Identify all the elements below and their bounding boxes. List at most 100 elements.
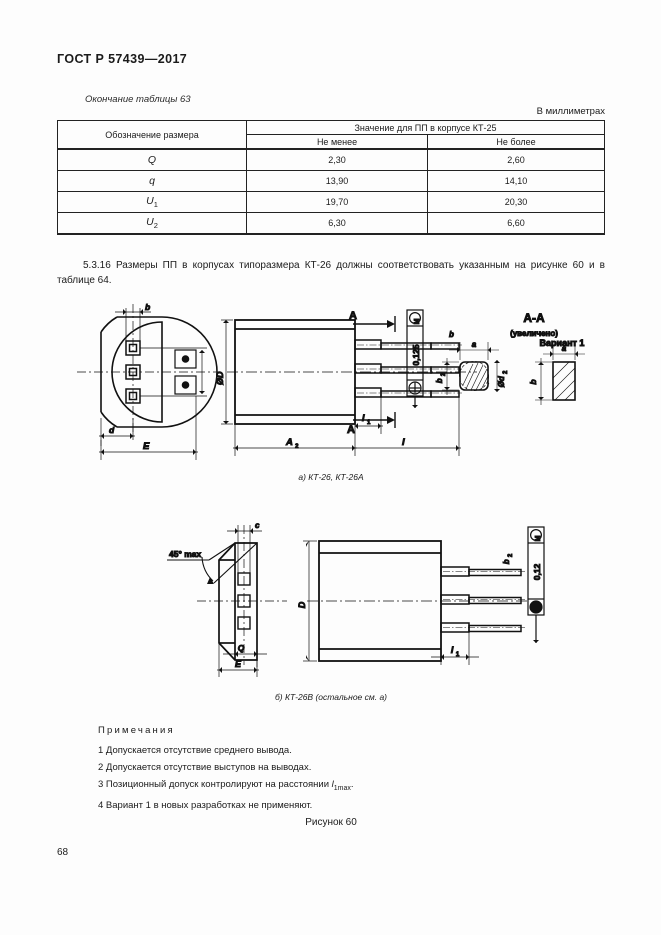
dimension-E-b [217,643,259,677]
dimension-l [353,397,461,456]
column-header-designation: Обозначение размера [57,120,247,150]
dimension-diameter-D [221,319,233,425]
variant-dimensions [535,346,585,405]
dimension-E [99,396,198,460]
table-header-row-1: Обозначение размера Значение для ПП в ко… [57,120,605,150]
pad-detail-dimension [199,350,205,394]
dimension-b-top [115,308,151,342]
label-d: d [109,425,115,435]
label-diameter-D: ØD [215,371,225,385]
cell-min: 2,30 [245,148,429,171]
table-continuation-label: Окончание таблицы 63 [85,94,191,105]
tolerance-value-a: 0,125 [411,344,421,366]
figure-caption-a-text: а) КТ-26, КТ-26А [298,472,364,482]
column-header-max: Не более [427,134,605,150]
label-b2-b: b 2 [502,553,514,564]
section-aa-dimensions [442,342,500,395]
standard-number: ГОСТ Р 57439—2017 [57,52,188,66]
label-b-variant: b [528,379,538,384]
lead-centerlines [357,344,462,394]
label-E: E [143,441,150,452]
dimension-l1 [355,397,383,434]
label-A2: A 2 [285,437,299,450]
dimension-c [227,525,262,573]
note-item-3-suffix: . [350,779,354,790]
leads-group [354,339,460,398]
notes-title: Примечания [98,725,175,736]
dimension-table: Обозначение размера Значение для ПП в ко… [57,120,605,235]
figure-caption-b-text: б) КТ-26В (остальное см. а) [274,692,388,702]
cell-max: 2,60 [427,148,605,171]
chamfer-centerline [197,525,287,665]
label-angle-45max: 45° max [169,549,202,559]
label-E-b: E [235,659,242,669]
section-arrow-top [353,316,396,332]
label-l1: l 1 [362,413,371,426]
variant-title: Вариант 1 [540,338,585,348]
cell-min: 19,70 [245,191,429,213]
table-head: Обозначение размера Значение для ПП в ко… [57,120,605,150]
column-header-min: Не менее [245,134,429,150]
figure-a-svg: b d E [77,302,585,460]
label-l: l [402,437,405,448]
section-subtitle-aa: (увеличено) [510,329,558,338]
cell-designation: U1 [57,191,247,213]
label-b2-section: b 2 [435,372,447,383]
clause-paragraph: 5.3.16 Размеры ПП в корпусах типоразмера… [57,260,605,286]
label-a-section: a [472,340,477,349]
section-arrow-bottom [353,412,396,428]
figure-caption-b: б) КТ-26В (остальное см. а) [57,692,605,702]
tolerance-modifier-b: M [535,535,542,541]
units-note: В миллиметрах [536,106,605,117]
section-title-aa: А-А [523,311,545,325]
cell-designation: q [57,170,247,192]
dimension-d [99,418,135,446]
cell-max: 20,30 [427,191,605,213]
figure-b-drawing: 45° max c Q [57,515,605,680]
pad-detail-boxes [174,349,197,395]
label-D-b: D [297,601,307,608]
cell-max: 6,60 [427,212,605,235]
dimension-l1-b [431,632,479,665]
label-section-A-top: A [349,310,357,322]
tolerance-value-b: 0,12 [532,563,542,580]
note-item-3-symbol: l [331,779,334,790]
label-l1-b: l 1 [451,645,460,658]
variant-hatch [552,361,576,401]
note-item-1: 1 Допускается отсутствие среднего вывода… [98,745,292,756]
angle-leader [167,542,258,584]
cell-designation: U2 [57,212,247,235]
figure-number-caption: Рисунок 60 [305,817,357,828]
label-section-A-bottom: A [347,424,355,436]
figure-a-drawing: b d E [57,300,605,470]
table-header-row-2: Не менее Не более [58,134,605,150]
tolerance-modifier-a: M [414,318,421,324]
label-c: c [255,521,260,530]
page-number: 68 [57,847,69,858]
lead-centerlines-b [443,571,525,628]
cell-max: 14,10 [427,170,605,192]
section-aa-profile [459,361,489,391]
cell-designation: Q [57,148,247,171]
note-item-3: 3 Позиционный допуск контролируют на рас… [98,776,568,797]
label-b-top: b [145,302,150,312]
cell-min: 13,90 [245,170,429,192]
notes-block: Примечания 1 Допускается отсутствие сред… [98,722,568,814]
label-a-variant: a [562,344,567,353]
note-item-4: 4 Вариант 1 в новых разработках не приме… [98,799,313,811]
note-item-3-prefix: 3 Позиционный допуск контролируют на рас… [98,779,332,790]
variant-profile [552,361,576,401]
figure-caption-a: а) КТ-26, КТ-26А [57,472,605,482]
cell-min: 6,30 [245,212,429,235]
note-item-2: 2 Допускается отсутствие выступов на выв… [98,762,312,773]
label-Q: Q [238,643,245,653]
note-item-3-sub: 1max [333,784,351,792]
end-view-centerlines [77,304,217,440]
column-header-group: Значение для ПП в корпусе КТ-25 [246,120,605,135]
